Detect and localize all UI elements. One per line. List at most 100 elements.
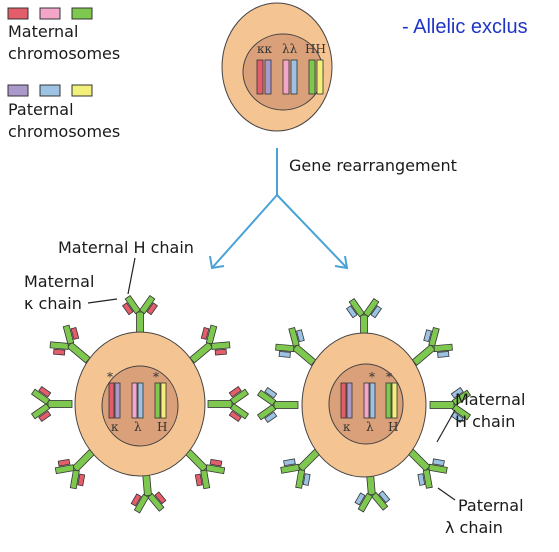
antibody-heavy-chain-arm xyxy=(451,389,472,407)
antibody-heavy-chain-arm xyxy=(451,403,472,421)
antibody-6 xyxy=(54,449,95,490)
antibody-heavy-chain-stem xyxy=(273,401,299,409)
antibody-heavy-chain-arm xyxy=(30,402,51,420)
right-k-label: κ xyxy=(343,420,351,434)
right-chromosome-l2 xyxy=(369,382,376,419)
left-k-label: κ xyxy=(111,420,119,434)
antibody-light-chain xyxy=(38,386,52,398)
antibody-heavy-chain-arm xyxy=(357,492,373,513)
right-annotation-l-line2: λ chain xyxy=(445,518,503,537)
antibody-heavy-chain-arm xyxy=(275,343,295,353)
antibody-heavy-chain-arm xyxy=(433,343,453,353)
antibody-heavy-chain-arm xyxy=(49,341,69,350)
antibody-4 xyxy=(30,386,73,422)
legend-maternal-line1: Maternal xyxy=(8,22,79,41)
rearrangement-arrow xyxy=(209,148,349,270)
left-chromosome-l2 xyxy=(137,382,144,419)
antibody-heavy-chain-arm xyxy=(54,464,75,475)
top-chromosome-mat-l xyxy=(282,59,290,95)
right-chromosome-h2 xyxy=(391,382,398,419)
top-k-label: κκ xyxy=(257,42,272,56)
antibody-2 xyxy=(49,324,91,364)
antibody-heavy-chain-stem xyxy=(411,343,436,366)
antibody-heavy-chain-arm xyxy=(30,388,51,406)
antibody-heavy-chain-arm xyxy=(348,297,366,318)
top-chromosome-mat-h xyxy=(308,59,316,95)
left-annotation-k-line2: κ chain xyxy=(24,294,82,313)
left-star-k: * xyxy=(107,370,113,384)
right-chromosome-k1 xyxy=(340,382,347,419)
antibody-light-chain xyxy=(228,386,242,398)
antibody-light-chain xyxy=(77,473,86,487)
antibody-heavy-chain-stem xyxy=(47,400,73,408)
antibody-5 xyxy=(407,448,448,489)
antibody-3 xyxy=(207,386,250,422)
antibody-2 xyxy=(275,326,317,366)
antibody-0 xyxy=(122,294,158,337)
antibody-heavy-chain-arm xyxy=(138,294,156,315)
top-cell xyxy=(221,2,333,132)
antibody-light-chain xyxy=(194,473,203,487)
left-annotation-k-line1: Maternal xyxy=(24,272,95,291)
top-chromosome-pat-k xyxy=(264,59,272,95)
antibody-light-chain xyxy=(283,458,296,467)
antibody-heavy-chain-arm xyxy=(205,324,218,345)
right-l-label: λ xyxy=(366,420,374,434)
top-chromosome-pat-l xyxy=(290,59,298,95)
antibody-light-chain xyxy=(423,329,432,343)
antibody-heavy-chain-arm xyxy=(362,297,380,318)
maternal-h-swatch xyxy=(71,7,93,20)
paternal-h-swatch xyxy=(71,84,93,97)
antibody-heavy-chain-arm xyxy=(229,402,250,420)
antibody-light-chain xyxy=(437,351,450,358)
right-chromosome-l1 xyxy=(363,382,370,419)
antibody-heavy-chain-arm xyxy=(422,469,433,489)
maternal-legend-swatches xyxy=(7,7,93,20)
antibody-light-chain xyxy=(296,329,305,343)
right-star-h: * xyxy=(386,370,392,384)
right-star-l: * xyxy=(369,370,375,384)
antibody-light-chain xyxy=(70,326,80,340)
antibody-heavy-chain-arm xyxy=(428,326,440,347)
antibody-3 xyxy=(429,387,472,423)
antibody-heavy-chain-arm xyxy=(288,326,300,347)
left-h-label: H xyxy=(157,420,168,434)
antibody-heavy-chain-arm xyxy=(200,469,211,490)
right-cell xyxy=(256,297,472,513)
antibody-heavy-chain-stem xyxy=(71,449,95,473)
left-chromosome-h2 xyxy=(160,382,167,419)
antibody-light-chain xyxy=(38,410,52,422)
antibody-heavy-chain-stem xyxy=(292,343,317,366)
antibody-light-chain xyxy=(354,492,366,506)
antibody-light-chain xyxy=(53,348,66,356)
antibody-light-chain xyxy=(370,305,382,319)
antibody-light-chain xyxy=(264,411,278,423)
antibody-heavy-chain-stem xyxy=(429,401,455,409)
antibody-light-chain xyxy=(264,387,278,399)
antibody-heavy-chain-arm xyxy=(62,324,75,345)
right-annotation-l-line1: Paternal xyxy=(458,496,524,515)
antibody-light-chain xyxy=(130,493,142,507)
left-chromosome-h1 xyxy=(154,382,161,419)
antibody-heavy-chain-arm xyxy=(428,463,448,474)
paternal-k-swatch xyxy=(7,84,29,97)
legend-paternal-line2: chromosomes xyxy=(8,122,121,141)
antibody-heavy-chain-stem xyxy=(66,341,91,364)
left-cell xyxy=(30,294,250,514)
antibody-heavy-chain-arm xyxy=(256,403,277,421)
annotation-lines xyxy=(87,257,456,501)
paternal-legend-swatches xyxy=(7,84,93,97)
antibody-light-chain xyxy=(346,305,358,319)
antibody-heavy-chain-stem xyxy=(189,341,214,364)
paternal-l-swatch xyxy=(39,84,61,97)
antibody-heavy-chain-stem xyxy=(407,448,431,472)
antibody-light-chain xyxy=(122,302,134,316)
legend-maternal-line2: chromosomes xyxy=(8,44,121,63)
top-h-label: HH xyxy=(305,42,326,56)
antibody-heavy-chain-arm xyxy=(133,493,150,514)
antibody-light-chain xyxy=(302,473,311,486)
antibody-heavy-chain-stem xyxy=(207,400,233,408)
antibody-light-chain xyxy=(278,351,291,358)
antibody-heavy-chain-arm xyxy=(124,294,142,315)
